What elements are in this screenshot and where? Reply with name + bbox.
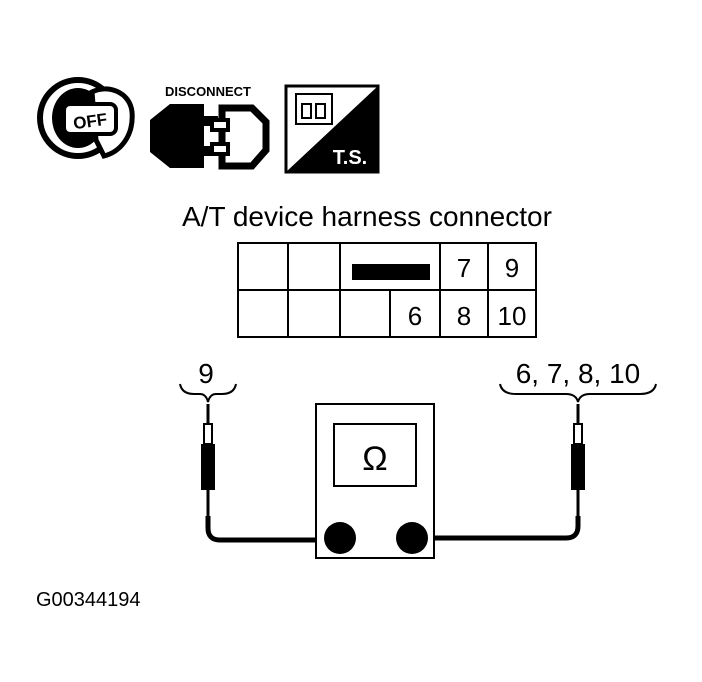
- ohmmeter-display: [333, 423, 417, 487]
- left-test-probe: [201, 404, 215, 516]
- meter-terminal-left: [324, 522, 356, 554]
- right-probe-label: 6, 7, 8, 10: [516, 358, 641, 389]
- right-brace: [499, 383, 657, 403]
- pin-6: 6: [408, 301, 422, 331]
- right-test-probe: [571, 404, 585, 516]
- ohmmeter: Ω: [315, 403, 435, 559]
- pin-8: 8: [457, 301, 471, 331]
- disconnect-label: DISCONNECT: [165, 84, 251, 99]
- harness-connector: [237, 242, 537, 338]
- left-brace: [179, 383, 237, 403]
- ignition-off-label: OFF: [72, 110, 108, 134]
- right-lead-wire: [412, 516, 581, 541]
- left-probe-label: 9: [198, 358, 214, 389]
- ignition-key-icon: OFF: [37, 77, 135, 159]
- terminal-side-icon: T.S.: [284, 84, 380, 174]
- connector-disconnect-icon: DISCONNECT: [150, 84, 270, 170]
- meter-terminal-right: [396, 522, 428, 554]
- pin-10: 10: [498, 301, 527, 331]
- ts-label: T.S.: [333, 147, 367, 169]
- pin-7: 7: [457, 253, 471, 283]
- pin-9: 9: [505, 253, 519, 283]
- left-lead-wire: [205, 516, 338, 543]
- ohm-symbol: Ω: [362, 440, 387, 478]
- figure-id: G00344194: [36, 589, 141, 611]
- connector-title: A/T device harness connector: [182, 201, 552, 232]
- connector-latch: [352, 264, 430, 280]
